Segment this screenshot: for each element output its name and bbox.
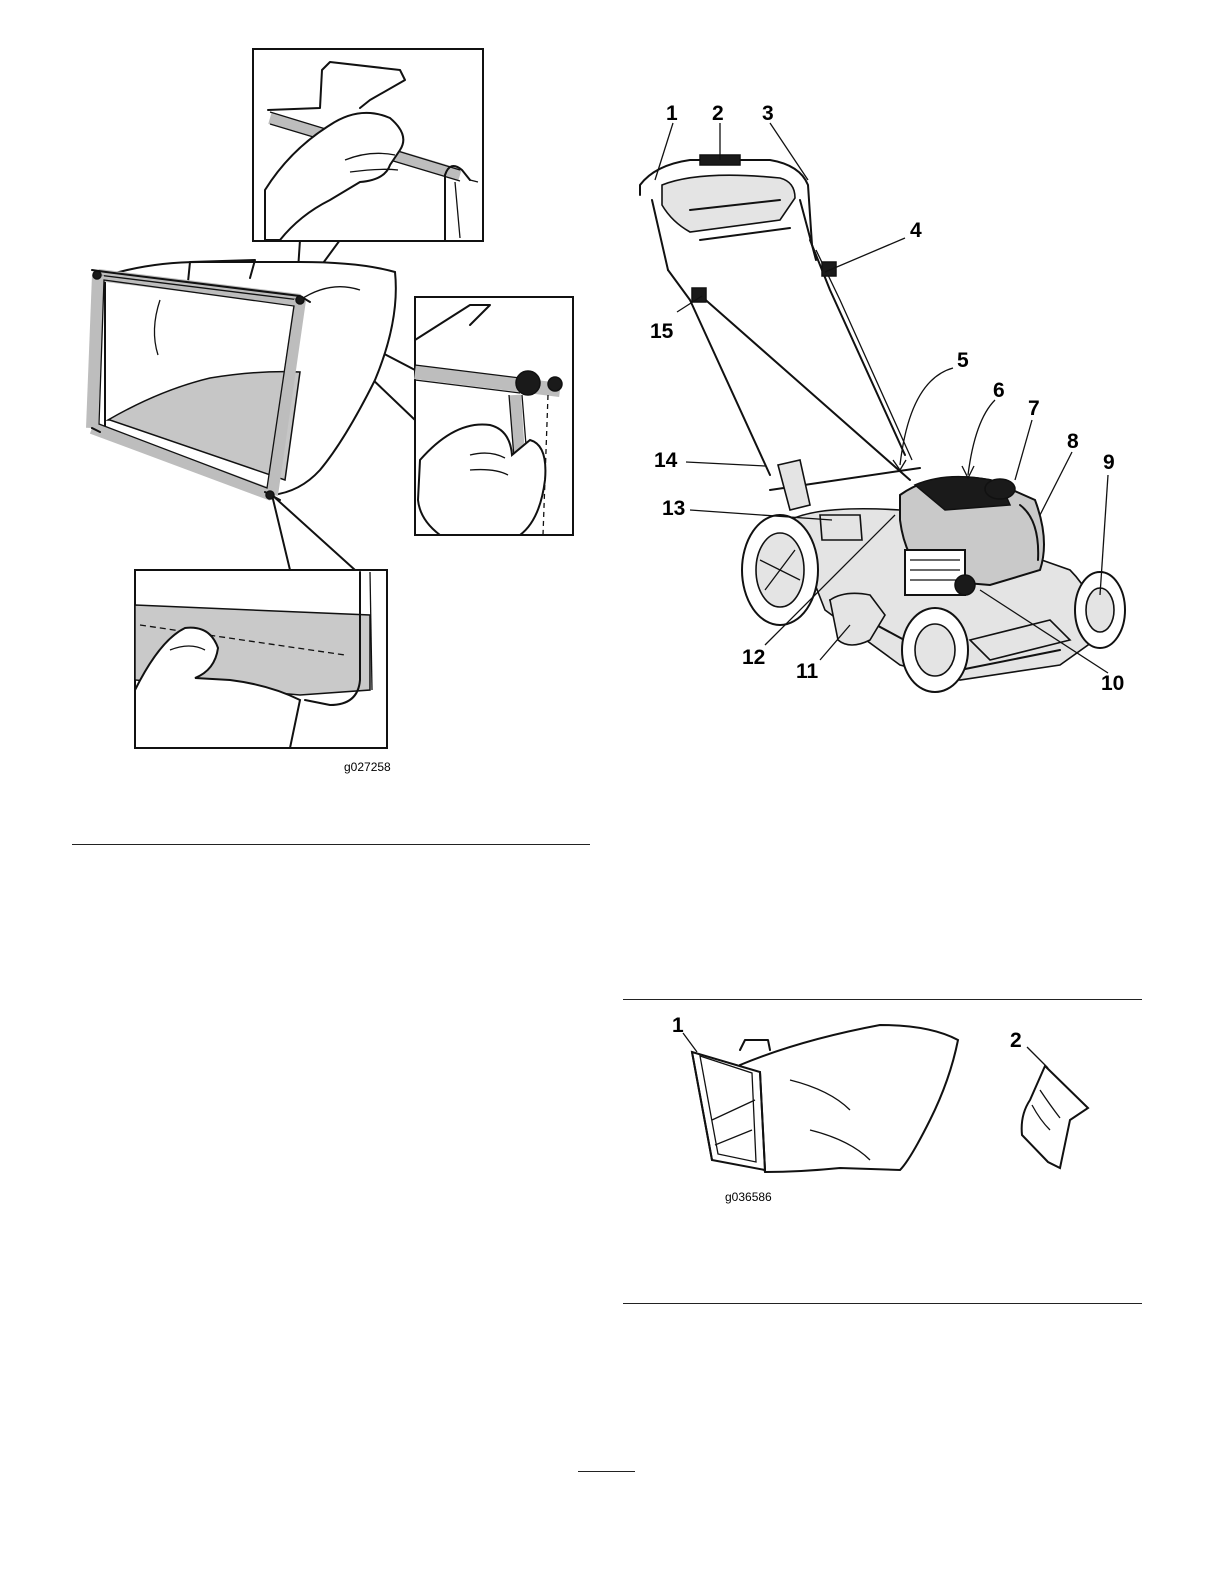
section-rule-right-bottom: [623, 1303, 1142, 1304]
accessories-illustration: [0, 0, 1224, 1200]
accessory-callout-1: 1: [672, 1015, 684, 1036]
accessory-callout-2: 2: [1010, 1030, 1022, 1051]
page-footer-rule: [578, 1471, 635, 1472]
figure-code-g036586: g036586: [725, 1190, 772, 1204]
